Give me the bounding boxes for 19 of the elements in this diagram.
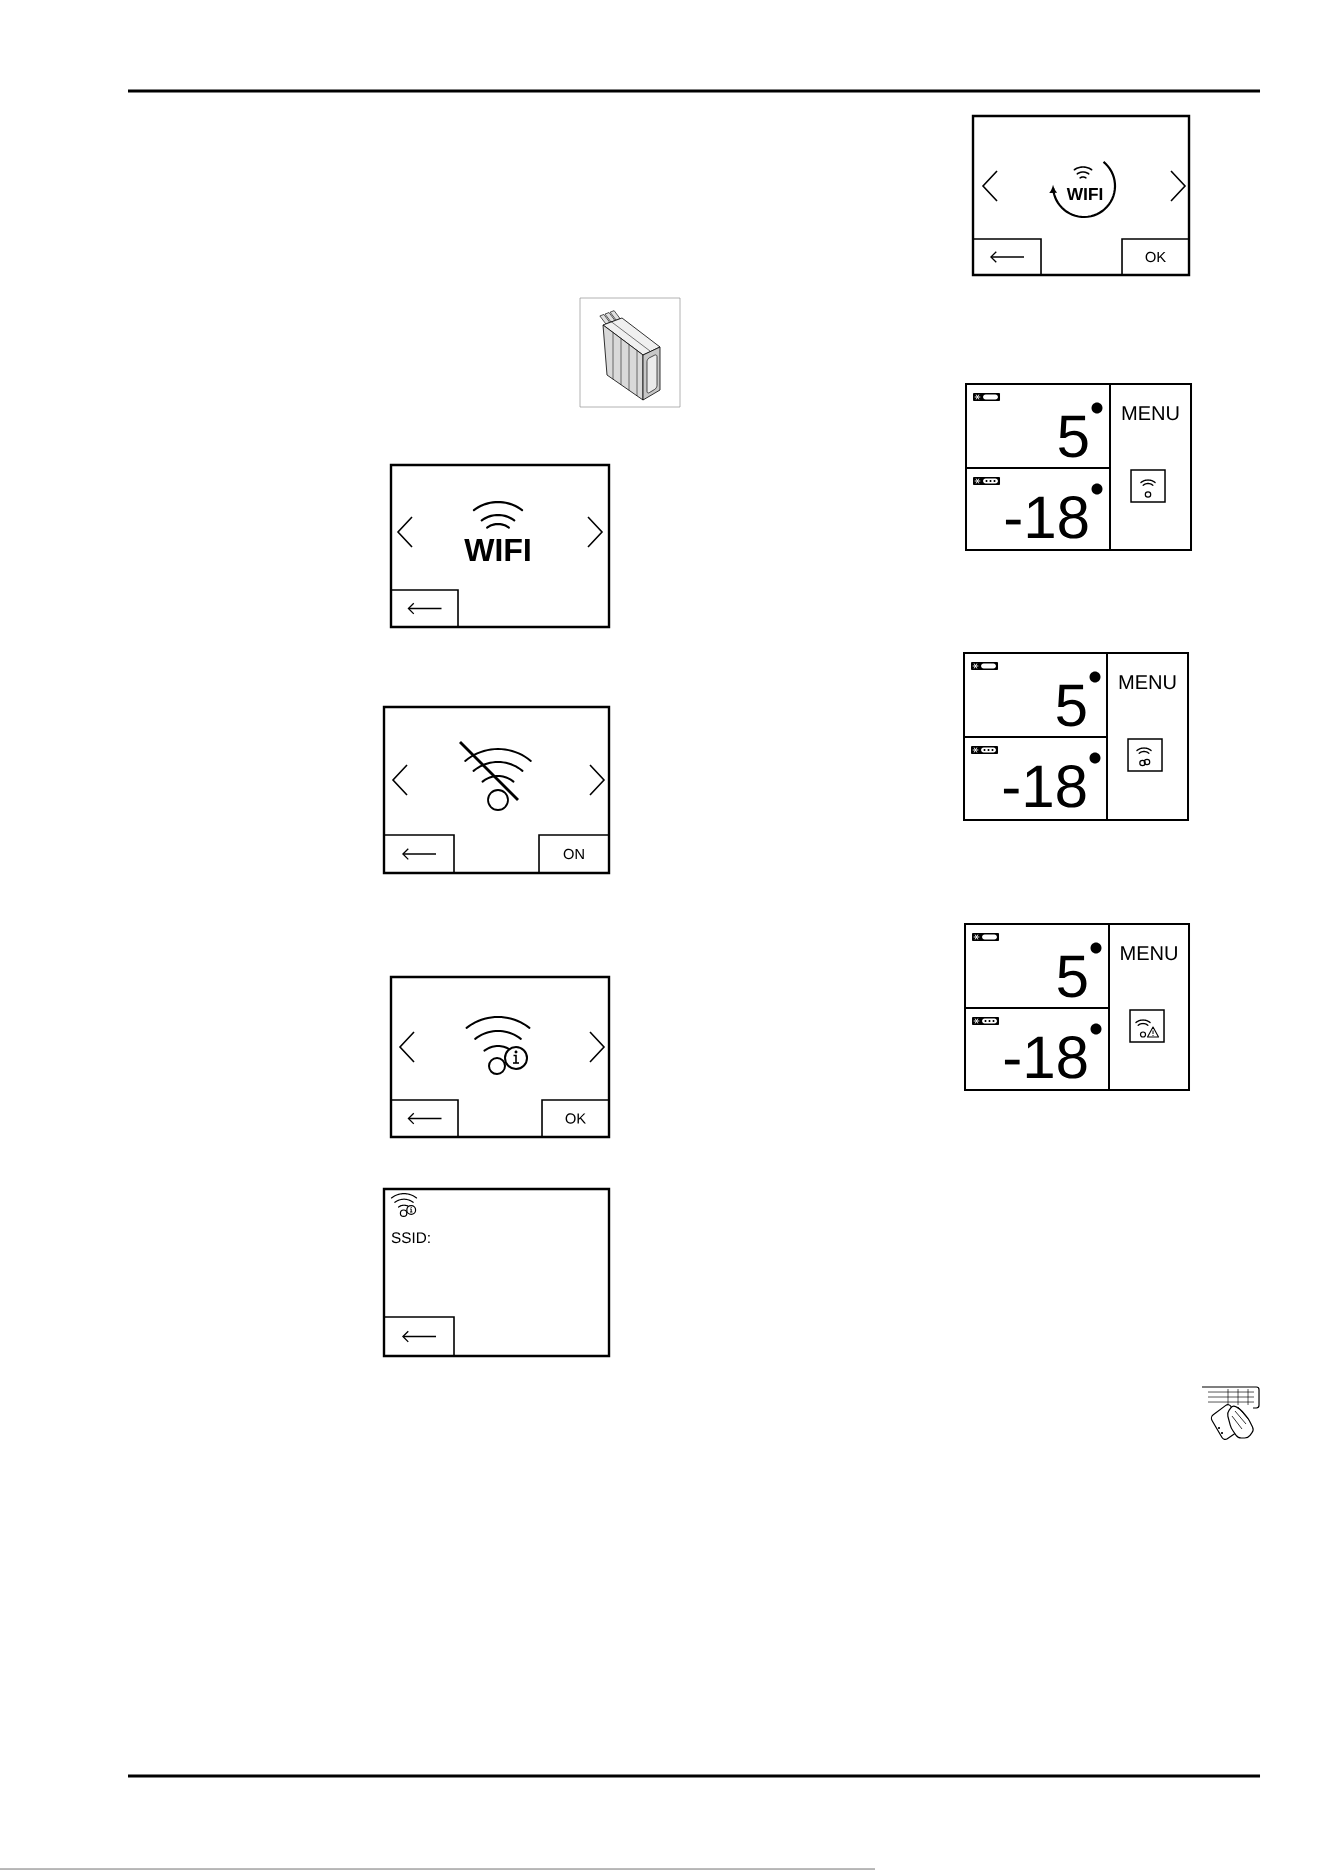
back-button [972,238,1042,276]
menu-panel: MENU [1108,923,1190,1091]
back-button [390,589,459,628]
temperature-cell: 5 [963,652,1108,738]
temperature-cell: -18 [964,1007,1110,1091]
temperature-cell: 5 [964,923,1110,1009]
menu-panel: MENU [1106,652,1189,821]
back-button [390,1099,459,1138]
on-button: ON [538,834,610,874]
wifi-label: WIFI [464,539,530,561]
temperature-cell: -18 [963,736,1108,821]
back-button [383,834,455,874]
ok-button: OK [541,1099,610,1138]
ok-button: OK [1121,238,1190,276]
display-screen [382,705,611,875]
ssid-label: SSID: [391,1232,430,1244]
display-screen [389,975,611,1139]
back-button [383,1316,455,1357]
wifi-label: WIFI [1066,188,1103,200]
